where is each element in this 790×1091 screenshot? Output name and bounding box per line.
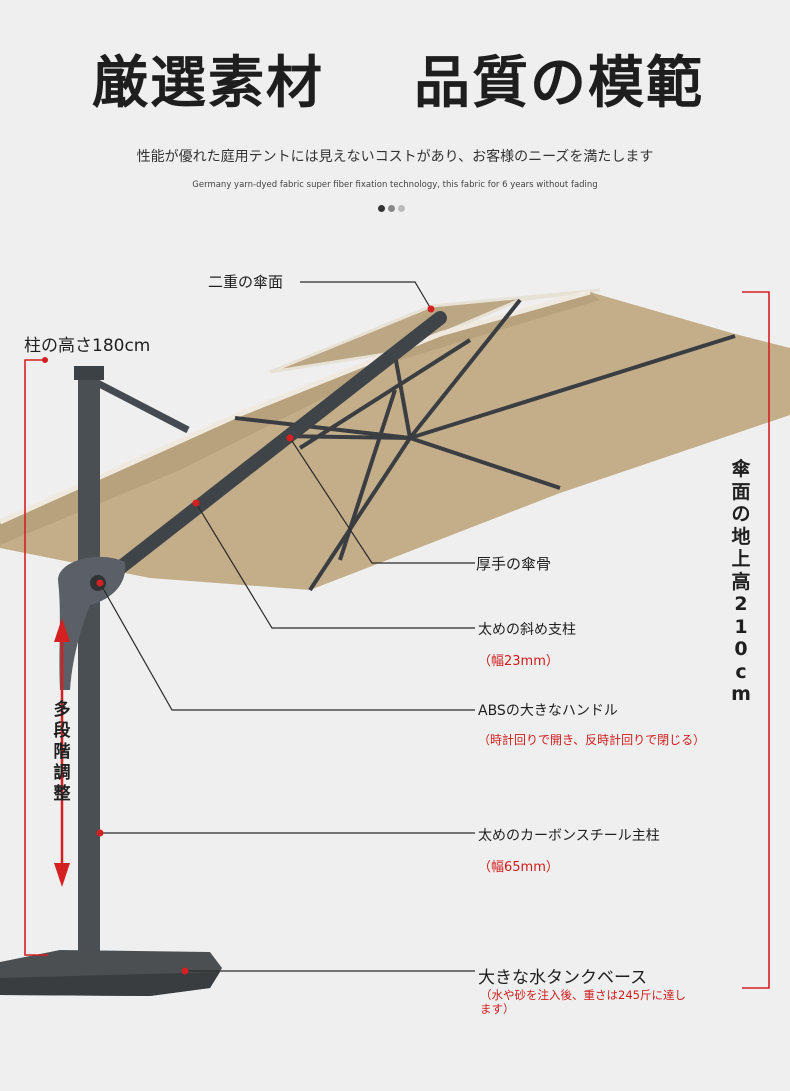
- canopy-ribs: [234, 298, 736, 592]
- canopy-height-char: 上: [731, 548, 751, 570]
- multi-adjust-char: 調: [53, 763, 71, 783]
- subtitle-en: Germany yarn-dyed fabric super fiber fix…: [192, 180, 598, 190]
- label-diagonal-strut: 太めの斜め支柱: [478, 622, 576, 638]
- label-pole-height: 柱の高さ180cm: [24, 336, 151, 356]
- note-tank-base: （水や砂を注入後、重さは245斤に達します）: [480, 988, 686, 1016]
- canopy-height-char: 傘: [731, 458, 751, 480]
- pole-height-bracket: [24, 359, 48, 956]
- label-main-pole: 太めのカーボンスチール主柱: [478, 828, 660, 844]
- label-double-canopy: 二重の傘面: [208, 273, 284, 291]
- label-tank-base: 大きな水タンクベース: [478, 968, 648, 988]
- multi-adjust-char: 多: [53, 700, 71, 720]
- multi-adjust-char: 整: [53, 784, 71, 804]
- multi-adjust-char: 階: [53, 742, 71, 762]
- abs-handle: [58, 556, 126, 690]
- upper-canopy: [269, 288, 601, 374]
- carousel-dot-1[interactable]: [378, 205, 385, 212]
- carousel-dot-2[interactable]: [388, 205, 395, 212]
- label-thick-ribs: 厚手の傘骨: [476, 555, 552, 573]
- canopy-height-bracket: [742, 291, 770, 989]
- label-abs-handle: ABSの大きなハンドル: [478, 703, 618, 719]
- marker-dots: [42, 305, 435, 975]
- subtitle-jp: 性能が優れた庭用テントには見えないコストがあり、お客様のニーズを満たします: [136, 149, 654, 165]
- canopy-height-char: の: [731, 503, 751, 525]
- carousel-dots[interactable]: [378, 205, 405, 212]
- canopy-height-char: 地: [731, 525, 751, 548]
- multi-adjust-char: 段: [53, 721, 71, 741]
- note-abs-handle: （時計回りで開き、反時計回りで閉じる）: [478, 733, 706, 747]
- diagonal-strut: [91, 311, 447, 592]
- carousel-dot-3[interactable]: [398, 205, 405, 212]
- leader-lines: [99, 281, 475, 972]
- canopy-height-char: 高: [731, 570, 751, 593]
- vertical-multi-adjust: 多段階調整: [51, 700, 73, 805]
- canopy-height-char: 2: [734, 593, 748, 615]
- canopy-height-char: m: [731, 683, 751, 705]
- note-main-pole: （幅65mm）: [478, 860, 559, 875]
- title-right: 品質の模範: [414, 51, 704, 116]
- note-diagonal-strut: （幅23mm）: [478, 654, 559, 669]
- title-left: 厳選素材: [92, 51, 324, 116]
- canopy-height-char: 0: [734, 638, 748, 660]
- canopy-height-char: c: [735, 660, 747, 683]
- main-pole: [78, 368, 100, 958]
- canopy-height-char: 1: [734, 615, 748, 638]
- canopy-height-char: 面: [731, 480, 751, 503]
